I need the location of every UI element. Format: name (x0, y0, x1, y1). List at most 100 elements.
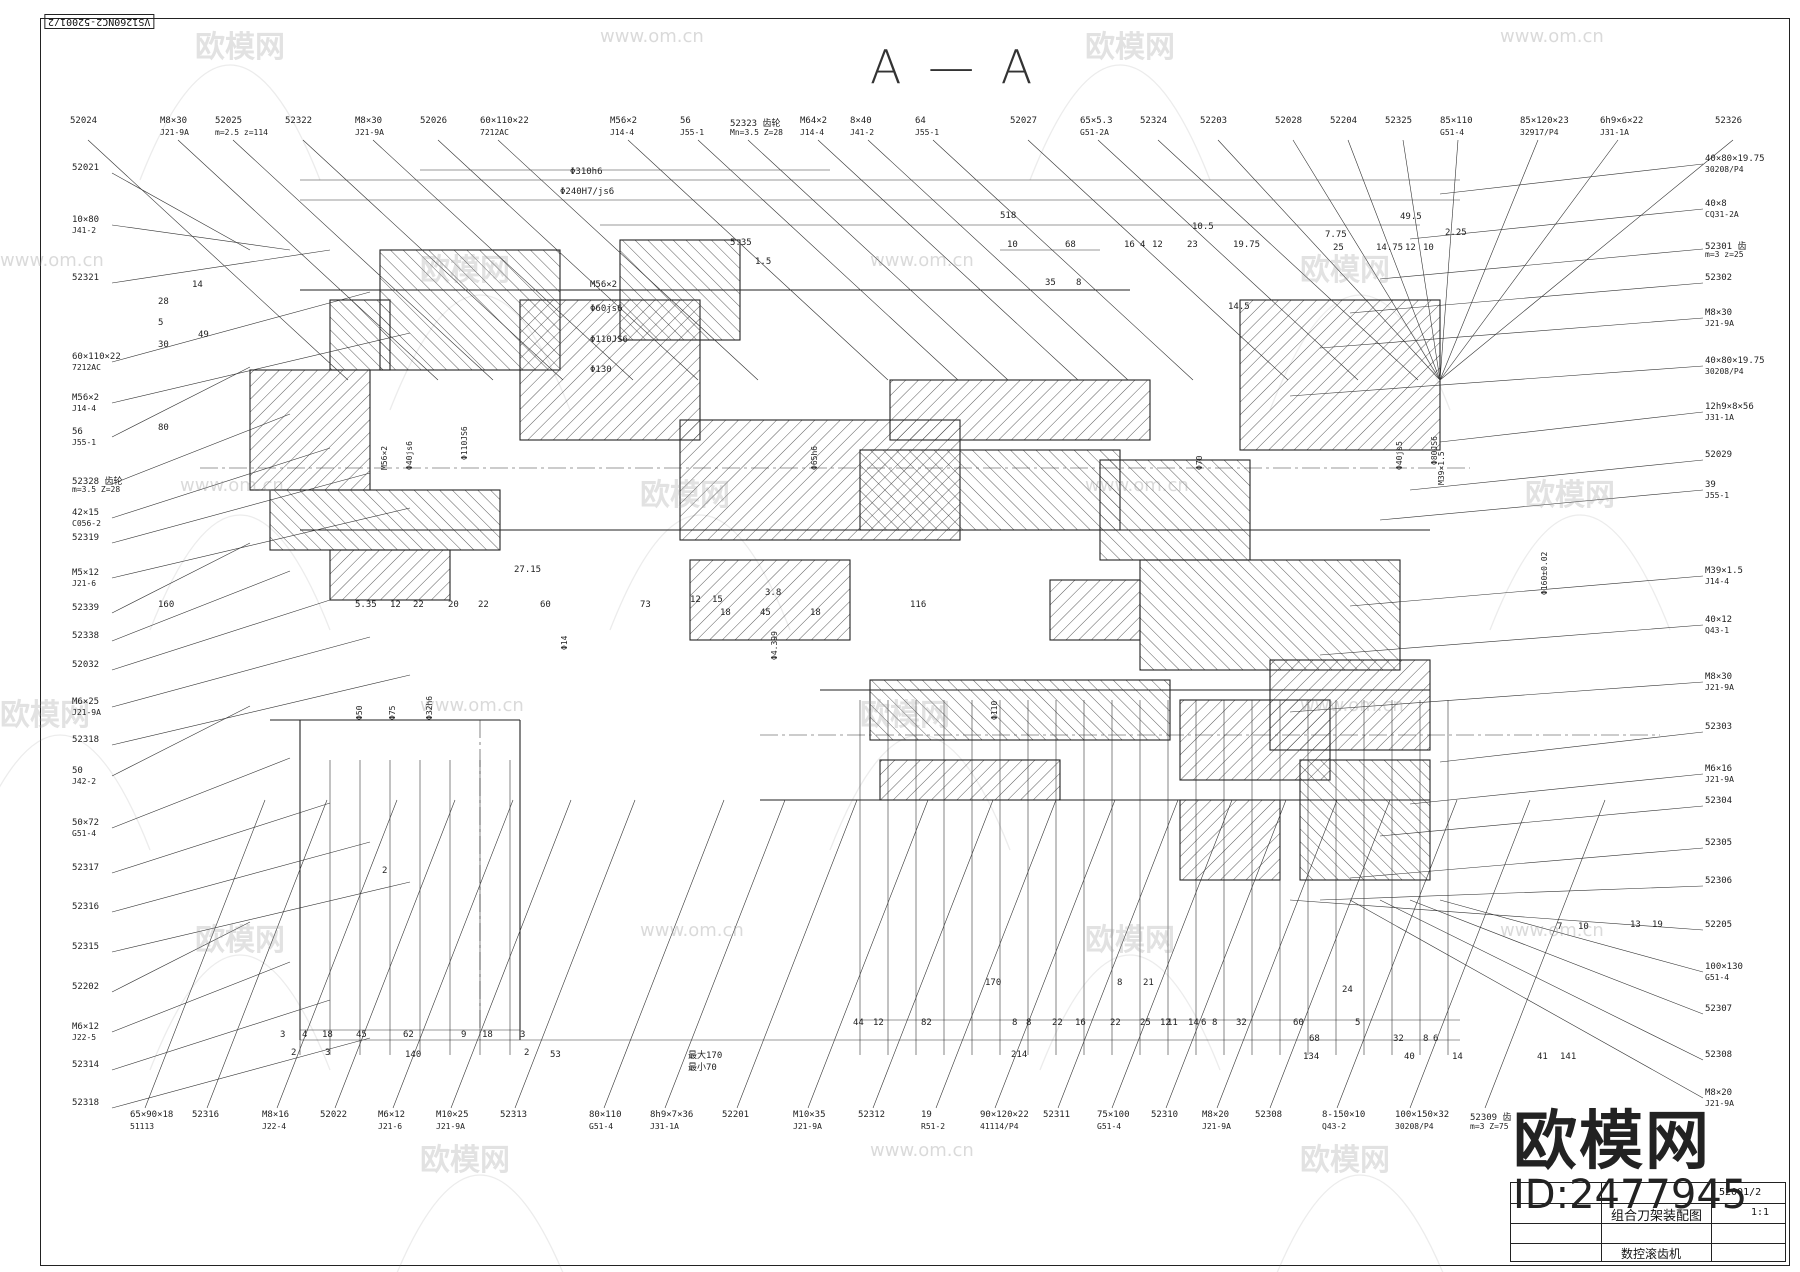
dimension-top: Φ130 (590, 365, 612, 375)
dimension-bottom: 21 (1143, 978, 1154, 988)
callout-leader (392, 799, 514, 1109)
callout-right-num: M8×30 (1705, 308, 1733, 318)
watermark-url: www.om.cn (600, 26, 704, 47)
dimension-top: 4 (1140, 240, 1146, 250)
callout-leader (1057, 799, 1179, 1109)
dimension-left: 5 (158, 318, 164, 328)
dimension-top: 23 (1187, 240, 1198, 250)
callout-top-num: M8×30 (160, 116, 188, 126)
callout-left-num: 52319 (72, 533, 100, 543)
dimension-left: 73 (640, 600, 651, 610)
callout-leader (111, 636, 371, 708)
dimension-bottom: 22 (1052, 1018, 1063, 1028)
callout-right-spec: 30208/P4 (1705, 165, 1744, 174)
dimension-bottom: 最大170 (688, 1051, 723, 1061)
callout-bottom-num: 52312 (858, 1110, 886, 1120)
callout-leader (1409, 899, 1704, 1015)
callout-left-spec: J22-5 (72, 1033, 97, 1042)
title-block-scale: 1:1 (1751, 1207, 1770, 1218)
dimension-bottom: 3 (520, 1030, 526, 1040)
dimension-top: 518 (1000, 211, 1017, 221)
dimension-bottom: 10 (1578, 922, 1589, 932)
callout-leader (872, 799, 994, 1109)
callout-right-spec: m=3 z=25 (1705, 250, 1744, 259)
dimension-top: 2.25 (1445, 228, 1467, 238)
dimension-bottom: 32 (1393, 1034, 1404, 1044)
dimension-bottom: 62 (403, 1030, 414, 1040)
callout-right-spec: J31-1A (1705, 413, 1734, 422)
watermark-arc (1489, 514, 1671, 631)
callout-right-num: 12h9×8×56 (1705, 402, 1754, 412)
callout-top-spec: J14-4 (800, 128, 825, 137)
dimension-bottom: 11 (1167, 1018, 1178, 1028)
callout-bottom-num: 90×120×22 (980, 1110, 1029, 1120)
callout-right-num: 52205 (1705, 920, 1733, 930)
drawing-name: 组合刀架装配图 (1611, 1209, 1703, 1224)
callout-right-spec: J14-4 (1705, 577, 1730, 586)
callout-left-spec: J21-6 (72, 579, 97, 588)
callout-right-num: M8×20 (1705, 1088, 1733, 1098)
callout-bottom-num: M10×35 (793, 1110, 826, 1120)
callout-bottom-num: 52316 (192, 1110, 220, 1120)
dimension-top: Φ240H7/js6 (560, 187, 615, 197)
watermark-url: www.om.cn (870, 1140, 974, 1161)
callout-leader (111, 472, 371, 544)
dimension-bottom: 141 (1560, 1052, 1577, 1062)
dimension-diameter: Φ50 (355, 705, 364, 720)
watermark-brand: 欧模网 (195, 30, 285, 65)
callout-leader (627, 139, 889, 381)
callout-left-spec: J14-4 (72, 404, 97, 413)
dimension-left: 116 (910, 600, 927, 610)
callout-leader (664, 799, 786, 1109)
callout-leader (1157, 139, 1419, 381)
dimension-left: 5.35 (355, 600, 377, 610)
watermark-arc (139, 64, 321, 181)
callout-top-spec: G51-4 (1440, 128, 1465, 137)
callout-leader (1027, 139, 1289, 381)
watermark-url: www.om.cn (420, 695, 524, 716)
dimension-diameter: M56×2 (380, 445, 389, 470)
callout-top-spec: J21-9A (355, 128, 384, 137)
callout-leader (111, 172, 251, 251)
dimension-bottom: 25 (1140, 1018, 1151, 1028)
dimension-left: 22 (478, 600, 489, 610)
callout-leader (1111, 799, 1233, 1109)
dimension-diameter: Φ75 (388, 705, 397, 720)
drawing-border (40, 18, 1790, 1266)
callout-leader (111, 507, 411, 579)
hatched-section (859, 449, 1121, 531)
callout-left-num: 56 (72, 427, 83, 437)
callout-right-num: 52302 (1705, 273, 1733, 283)
callout-left-num: 52318 (72, 735, 100, 745)
dimension-diameter: M39×1.5 (1437, 451, 1446, 485)
callout-leader (87, 139, 349, 381)
watermark-url: www.om.cn (640, 920, 744, 941)
callout-leader (1409, 799, 1531, 1109)
callout-top-num: 6h9×6×22 (1600, 116, 1644, 126)
callout-right-num: M39×1.5 (1705, 566, 1743, 576)
callout-leader (111, 570, 291, 642)
callout-leader (111, 332, 411, 404)
callout-left-num: 52021 (72, 163, 100, 173)
callout-bottom-spec: J21-9A (793, 1122, 822, 1131)
callout-leader (1439, 139, 1619, 381)
callout-leader (144, 799, 266, 1109)
dimension-top: 68 (1065, 240, 1076, 250)
callout-leader (1409, 773, 1704, 805)
callout-bottom-num: 52022 (320, 1110, 348, 1120)
callout-leader (1292, 139, 1441, 381)
callout-right-num: 52306 (1705, 876, 1733, 886)
callout-top-num: 52028 (1275, 116, 1303, 126)
callout-leader (437, 139, 699, 381)
callout-left-spec: J41-2 (72, 226, 97, 235)
watermark-arc (396, 1174, 564, 1272)
dimension-top: Φ310h6 (570, 167, 603, 177)
dimension-left: 30 (158, 340, 169, 350)
dimension-bottom: 6 (1433, 1034, 1439, 1044)
callout-left-num: 52032 (72, 660, 100, 670)
callout-right-spec: J55-1 (1705, 491, 1730, 500)
callout-bottom-spec: R51-2 (921, 1122, 946, 1131)
callout-left-num: M56×2 (72, 393, 100, 403)
watermark-url: www.om.cn (0, 250, 104, 271)
watermark-arc (0, 734, 151, 851)
